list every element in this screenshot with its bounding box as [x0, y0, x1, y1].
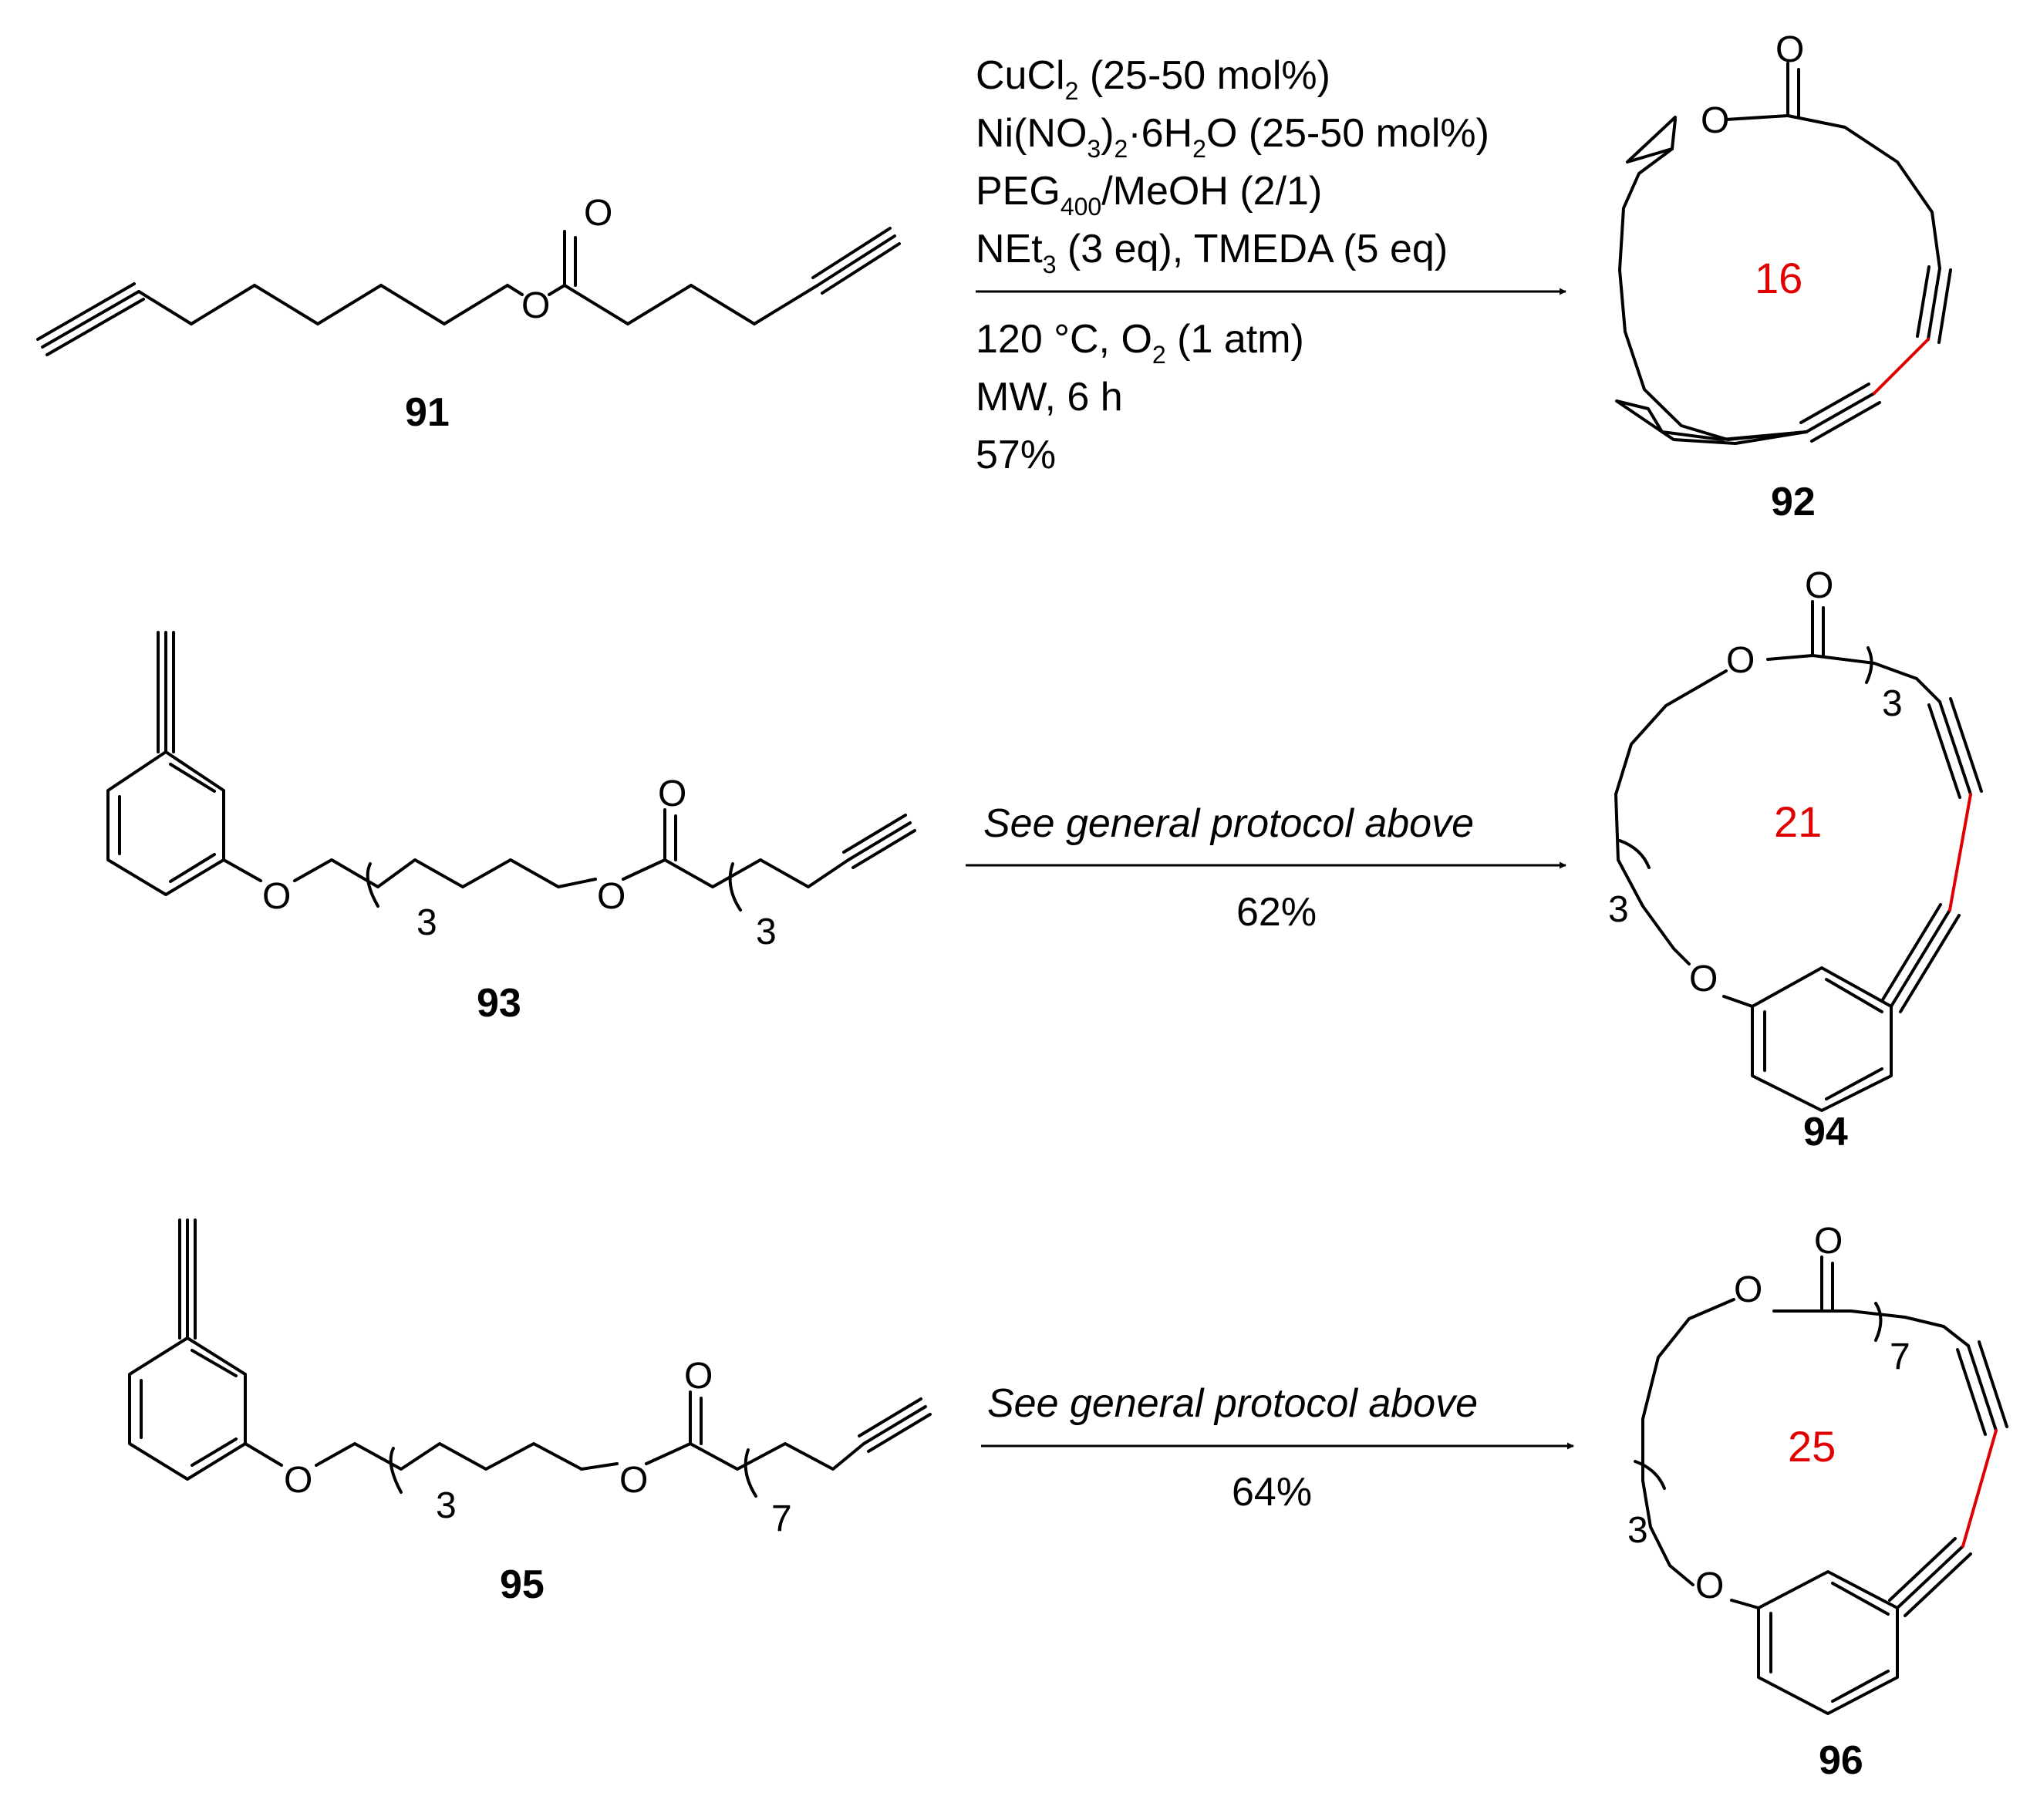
compound-95-structure — [128, 1218, 932, 1498]
compound-96-ester-oxygen: O — [1734, 1269, 1762, 1310]
compound-96-carbonyl-oxygen: O — [1814, 1221, 1843, 1262]
compound-92-ring-chain — [1618, 118, 1808, 441]
compound-93-repeat-a: 3 — [416, 902, 437, 943]
condition-bases: NEt3 (3 eq), TMEDA (5 eq) — [976, 227, 1448, 278]
condition-catalyst-copper: CuCl2 (25-50 mol%) — [976, 53, 1330, 105]
compound-94-repeat-a: 3 — [1882, 683, 1903, 724]
compound-93-repeat-b: 3 — [756, 912, 777, 952]
compound-94-label: 94 — [1803, 1110, 1848, 1154]
reaction-3-yield: 64% — [1232, 1470, 1312, 1515]
compound-95-carbonyl-oxygen: O — [684, 1356, 713, 1397]
condition-microwave-time: MW, 6 h — [976, 375, 1123, 420]
compound-92-new-bond — [1873, 338, 1930, 395]
compound-94-ester-oxygen: O — [1726, 640, 1755, 681]
compound-92-carbonyl-oxygen: O — [1775, 29, 1804, 70]
reaction-1: O O 91 CuCl2 (25-50 mol%) Ni(NO3)2·6H2O … — [36, 29, 1952, 524]
compound-93-ether-oxygen: O — [262, 876, 291, 917]
compound-95-label: 95 — [500, 1562, 545, 1607]
compound-93-ester-oxygen: O — [597, 876, 626, 917]
compound-94-ring-size: 21 — [1774, 797, 1822, 846]
compound-96-label: 96 — [1819, 1738, 1863, 1783]
condition-catalyst-nickel: Ni(NO3)2·6H2O (25-50 mol%) — [976, 111, 1489, 163]
condition-solvent: PEG400/MeOH (2/1) — [976, 169, 1322, 221]
compound-91-label: 91 — [405, 390, 450, 435]
reaction-2: O O O 3 3 93 See general protocol above … — [106, 565, 1983, 1154]
compound-94-structure — [1614, 600, 1983, 1112]
compound-94-repeat-b: 3 — [1608, 889, 1629, 930]
compound-95-ether-oxygen: O — [284, 1460, 312, 1501]
compound-93-carbonyl-oxygen: O — [658, 774, 686, 814]
compound-94-carbonyl-oxygen: O — [1805, 565, 1833, 606]
compound-92-label: 92 — [1771, 480, 1816, 524]
compound-91-carbonyl-oxygen: O — [584, 193, 612, 234]
reaction-3-protocol: See general protocol above — [987, 1381, 1478, 1426]
compound-96-repeat-a: 7 — [1890, 1336, 1910, 1377]
compound-93-label: 93 — [477, 981, 521, 1026]
compound-96-ring-size: 25 — [1788, 1422, 1836, 1471]
reaction-2-yield: 62% — [1236, 890, 1317, 935]
reaction-3: O O O 3 7 95 See general protocol above … — [128, 1218, 2008, 1783]
compound-96-repeat-b: 3 — [1627, 1510, 1648, 1551]
compound-95-ester-oxygen: O — [619, 1460, 648, 1501]
compound-95-repeat-b: 7 — [771, 1498, 792, 1539]
compound-92-ring-size: 16 — [1755, 254, 1802, 302]
reaction-2-protocol: See general protocol above — [983, 801, 1474, 846]
compound-91-structure — [36, 227, 901, 356]
compound-96-ether-oxygen: O — [1695, 1566, 1724, 1606]
reaction-1-yield: 57% — [976, 433, 1056, 477]
compound-96-new-bond — [1961, 1429, 1998, 1548]
compound-94-ether-oxygen: O — [1689, 959, 1718, 999]
compound-94-new-bond — [1948, 793, 1972, 912]
compound-92-structure — [1615, 62, 1952, 445]
compound-91-ester-oxygen: O — [521, 285, 550, 326]
compound-93-structure — [106, 631, 916, 912]
compound-96-structure — [1634, 1255, 2008, 1715]
compound-95-repeat-a: 3 — [436, 1485, 457, 1526]
condition-temperature-atmosphere: 120 °C, O2 (1 atm) — [976, 317, 1304, 369]
compound-92-ester-oxygen: O — [1701, 100, 1729, 141]
